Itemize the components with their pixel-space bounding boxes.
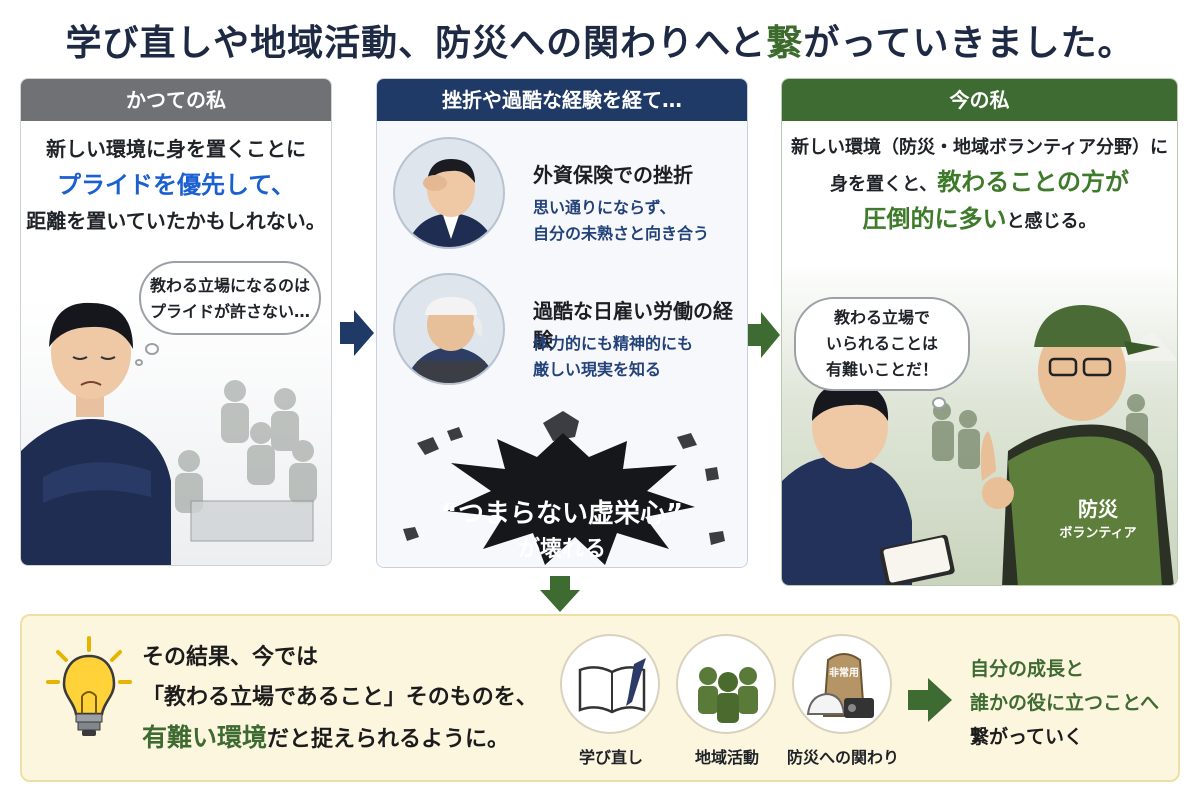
trial-item-labor: 過酷な日雇い労働の経験 体力的にも精神的にも 厳しい現実を知る (393, 273, 733, 393)
past-panel: かつての私 新しい環境に身を置くことに プライドを優先して、 距離を置いていたか… (20, 78, 332, 566)
past-bubble-line2: プライドが許さない… (149, 302, 310, 321)
result-line2: 「教わる立場であること」そのものを、 (142, 685, 538, 710)
now-illustration (782, 305, 1177, 585)
vanity-breaking-burst (403, 411, 725, 565)
past-line3: 距離を置いていたかもしれない。 (26, 209, 326, 233)
result-line3-post: だと捉えられるように。 (267, 727, 510, 752)
now-lead: 新しい環境（防災・地域ボランティア分野）に 身を置くと、教わることの方が 圧倒的… (782, 121, 1177, 239)
book-pen-icon (578, 658, 646, 714)
trial-item2-desc2: 厳しい現実を知る (533, 360, 662, 379)
vest-line2: ボランティア (1059, 526, 1137, 541)
result-end-line1: 自分の成長と (970, 658, 1085, 680)
result-end-line2: 誰かの役に立つことへ (970, 692, 1160, 714)
past-line1: 新しい環境に身を置くことに (46, 137, 306, 161)
result-conclusion: 自分の成長と 誰かの役に立つことへ 繋がっていく (970, 652, 1159, 754)
burst-line1: “つまらない虚栄心” (440, 499, 684, 529)
now-bubble-tail (932, 397, 946, 409)
past-bubble-tail (145, 343, 159, 355)
arrow-right-icon (748, 312, 780, 358)
arrow-down-icon (540, 576, 580, 612)
now-line1: 新しい環境（防災・地域ボランティア分野）に (791, 137, 1168, 158)
past-illustration (21, 302, 317, 565)
stressed-businessman-portrait (393, 137, 505, 249)
now-line3-highlight: 圧倒的に多い (862, 205, 1007, 233)
disaster-label: 防災への関わり (786, 748, 899, 767)
vest-line1: 防災 (1078, 497, 1118, 521)
community-label: 地域活動 (694, 748, 759, 767)
past-bubble-tail-small (135, 359, 143, 366)
past-lead: 新しい環境に身を置くことに プライドを優先して、 距離を置いていたかもしれない。 (21, 121, 331, 239)
result-section: その結果、今では 「教わる立場であること」そのものを、 有難い環境だと捉えられる… (20, 614, 1180, 782)
now-bubble-line2: いられることは (825, 334, 938, 353)
trial-item1-desc2: 自分の未熟さと向き合う (533, 224, 710, 243)
title-green: 繋 (766, 23, 804, 64)
relearning-label: 学び直し (578, 748, 643, 767)
trial-header: 挫折や過酷な経験を経て… (377, 79, 747, 121)
community-icon-circle (676, 634, 776, 734)
result-text: その結果、今では 「教わる立場であること」そのものを、 有難い環境だと捉えられる… (142, 638, 538, 760)
now-header: 今の私 (782, 79, 1177, 121)
burst-line2: が壊れる (517, 537, 606, 562)
now-line3-post: と感じる。 (1006, 211, 1097, 232)
now-thought-bubble: 教わる立場で いられることは 有難いことだ！ (794, 297, 970, 391)
trial-item2-desc1: 体力的にも精神的にも (533, 334, 694, 353)
result-line1: その結果、今では (142, 645, 319, 670)
past-body: 新しい環境に身を置くことに プライドを優先して、 距離を置いていたかもしれない。… (21, 121, 331, 565)
result-end-line3: 繋がっていく (970, 726, 1084, 748)
title-main: 学び直しや地域活動、防災への関わりへと (65, 23, 767, 64)
trial-body: 外資保険での挫折 思い通りにならず、 自分の未熟さと向き合う 過酷な日雇い労働の… (377, 121, 747, 567)
past-header: かつての私 (21, 79, 331, 121)
past-thought-bubble: 教わる立場になるのは プライドが許さない… (139, 261, 321, 335)
now-body: 新しい環境（防災・地域ボランティア分野）に 身を置くと、教わることの方が 圧倒的… (782, 121, 1177, 585)
emergency-bag-label: 非常用 (829, 668, 859, 679)
now-bubble-line1: 教わる立場で (833, 308, 930, 327)
trial-panel: 挫折や過酷な経験を経て… 外資保険での挫折 思い通りにならず、 自分の未熟さと向… (376, 78, 748, 568)
trial-item1-desc1: 思い通りにならず、 (533, 198, 676, 217)
past-bubble-line1: 教わる立場になるのは (149, 276, 310, 295)
now-bubble-line3: 有難いことだ！ (825, 360, 938, 379)
volunteers-icon (698, 667, 758, 723)
title-tail: がっていきました。 (803, 23, 1135, 64)
now-line2-highlight: 教わることの方が (937, 168, 1130, 196)
result-line3-highlight: 有難い環境 (142, 723, 268, 752)
now-line2-pre: 身を置くと、 (829, 174, 938, 195)
disaster-kit-icon (806, 653, 874, 718)
relearning-icon-circle (560, 634, 660, 734)
arrow-right-icon (908, 678, 952, 722)
trial-item1-desc: 思い通りにならず、 自分の未熟さと向き合う (533, 195, 709, 247)
trial-item-insurance: 外資保険での挫折 思い通りにならず、 自分の未熟さと向き合う (393, 137, 733, 257)
trial-item1-title: 外資保険での挫折 (533, 163, 693, 187)
disaster-icon-circle: 非常用 (792, 634, 892, 734)
now-panel: 今の私 新しい環境（防災・地域ボランティア分野）に 身を置くと、教わることの方が… (781, 78, 1178, 586)
page-title: 学び直しや地域活動、防災への関わりへと繋がっていきました。 (0, 14, 1200, 66)
tired-laborer-portrait (393, 273, 505, 385)
past-highlight: プライドを優先して、 (56, 171, 296, 199)
lightbulb-icon (46, 636, 132, 736)
vest-label: 防災 ボランティア (1058, 493, 1138, 541)
trial-item2-desc: 体力的にも精神的にも 厳しい現実を知る (533, 331, 693, 383)
arrow-right-icon (340, 310, 374, 356)
trial-item2-title: 過酷な日雇い労働の経験 (533, 299, 733, 352)
